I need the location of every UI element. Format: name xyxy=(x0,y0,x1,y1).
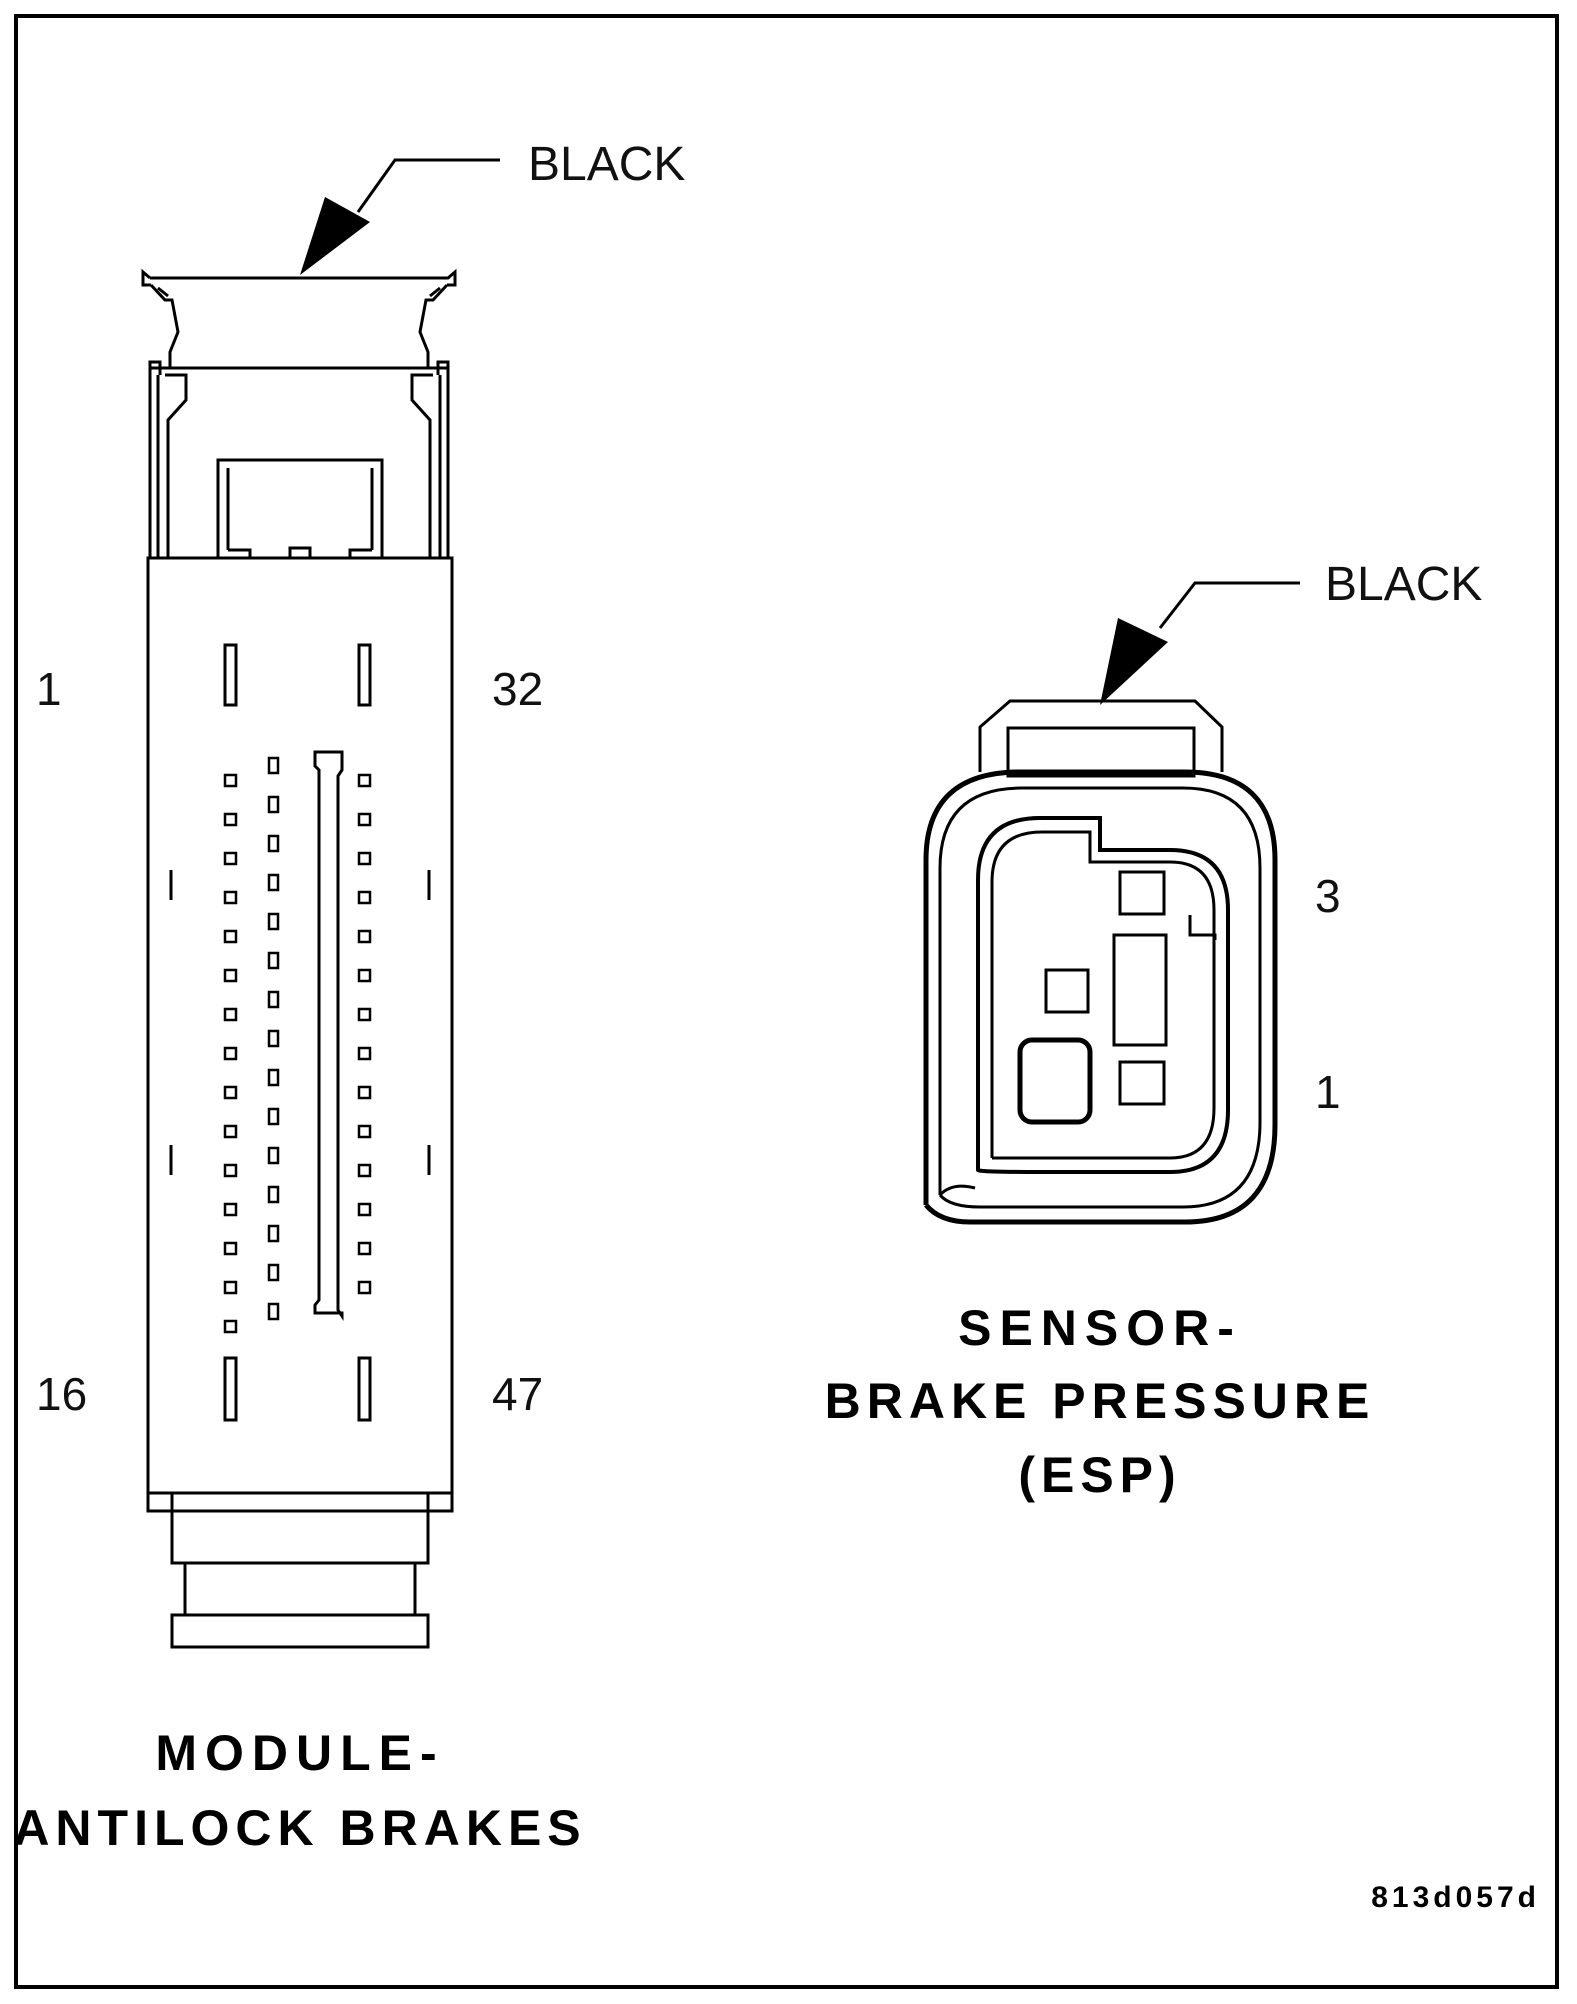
pin-cavity xyxy=(357,968,372,983)
pin-cavity xyxy=(267,912,280,931)
sensor-pin-label-1: 1 xyxy=(1315,1066,1341,1118)
sensor-inner-face xyxy=(976,816,1230,1174)
pin-cavity xyxy=(267,1146,280,1165)
pin-cavity xyxy=(223,773,238,788)
sensor-inner-rim xyxy=(990,830,1216,1160)
abs-pin-cavities xyxy=(223,756,372,1334)
pin-cavity xyxy=(223,968,238,983)
pin-cavity xyxy=(267,756,280,775)
pin-cavity xyxy=(223,929,238,944)
right-latch xyxy=(418,283,449,368)
sensor-key-block xyxy=(1017,1037,1093,1125)
pin-cavity xyxy=(357,1280,372,1295)
pin-cavity xyxy=(267,795,280,814)
pin-cavity xyxy=(357,1124,372,1139)
abs-module-connector xyxy=(141,268,457,1649)
abs-pin-label-1: 1 xyxy=(36,663,62,715)
sensor-leader-arrowhead xyxy=(1100,618,1168,705)
pin-cavity xyxy=(267,1302,280,1321)
pin-cavity xyxy=(267,1107,280,1126)
pin-cavity xyxy=(357,851,372,866)
sensor-pin-label-3: 3 xyxy=(1315,870,1341,922)
connector-top-lip xyxy=(150,268,457,287)
pin-cavity xyxy=(357,1163,372,1178)
pin-cavity xyxy=(357,890,372,905)
sensor-color-leader xyxy=(1158,581,1300,629)
pin-cavity xyxy=(223,1163,238,1178)
pin-cavity xyxy=(223,1319,238,1334)
pin-cavity xyxy=(357,929,372,944)
sensor-terminal-2 xyxy=(1112,933,1168,1047)
upper-housing-right-rib xyxy=(410,373,433,558)
sensor-top-cap xyxy=(978,699,1224,772)
pin-cavity xyxy=(357,1007,372,1022)
left-latch xyxy=(149,283,180,368)
upper-housing-left-rib xyxy=(165,373,188,558)
abs-title-line1: MODULE- xyxy=(155,1725,444,1781)
sensor-title-line2: BRAKE PRESSURE xyxy=(825,1373,1376,1429)
pin-cavity xyxy=(267,1185,280,1204)
sensor-color-label: BLACK xyxy=(1325,558,1482,611)
pin-cavity xyxy=(223,1046,238,1061)
pin-cavity xyxy=(357,773,372,788)
pin-cavity xyxy=(267,1224,280,1243)
sensor-outer-shell xyxy=(923,769,1278,1225)
pin-cavity xyxy=(267,990,280,1009)
pin-cavity xyxy=(267,873,280,892)
pin-cavity xyxy=(223,1241,238,1256)
pin-cavity xyxy=(357,1085,372,1100)
sensor-terminal-3 xyxy=(1118,870,1166,916)
connector-body xyxy=(146,556,454,1495)
locator-slot xyxy=(223,643,238,707)
pin-cavity xyxy=(357,1202,372,1217)
upper-housing xyxy=(148,366,450,560)
pin-cavity xyxy=(223,1124,238,1139)
sensor-seal-ring xyxy=(938,786,1262,1209)
abs-color-leader xyxy=(356,158,500,213)
pin-cavity xyxy=(223,1202,238,1217)
sensor-locator xyxy=(1044,968,1090,1014)
pin-cavity xyxy=(223,1007,238,1022)
pressure-sensor-connector xyxy=(923,699,1278,1225)
pin-cavity xyxy=(357,1241,372,1256)
bottom-flange xyxy=(170,1491,430,1565)
abs-color-label: BLACK xyxy=(528,138,685,191)
figure-id: 813d057d xyxy=(1371,1881,1540,1914)
inner-window xyxy=(216,458,384,558)
abs-pin-label-47: 47 xyxy=(492,1368,543,1420)
pin-cavity xyxy=(267,1068,280,1087)
pin-cavity xyxy=(267,1263,280,1282)
abs-title-line2: ANTILOCK BRAKES xyxy=(13,1800,586,1856)
pin-cavity xyxy=(267,951,280,970)
pin-cavity xyxy=(357,812,372,827)
diagram-frame xyxy=(14,14,1559,1989)
pin-cavity xyxy=(223,812,238,827)
bottom-neck xyxy=(183,1561,417,1617)
sensor-top-window xyxy=(1006,726,1196,778)
sensor-title-line3: (ESP) xyxy=(1018,1447,1181,1503)
abs-pin-label-16: 16 xyxy=(36,1368,87,1420)
sensor-title-line1: SENSOR- xyxy=(958,1300,1242,1356)
pin-cavity xyxy=(223,851,238,866)
pin-cavity xyxy=(267,1029,280,1048)
sensor-terminal-1 xyxy=(1118,1060,1166,1106)
bottom-foot xyxy=(170,1613,430,1649)
bottom-plate xyxy=(146,1491,454,1513)
pin-cavity xyxy=(223,890,238,905)
pin-cavity xyxy=(357,1046,372,1061)
pin-cavity xyxy=(223,1280,238,1295)
abs-leader-arrowhead xyxy=(300,197,370,275)
pin-cavity xyxy=(267,834,280,853)
pin-cavity xyxy=(223,1085,238,1100)
abs-pin-label-32: 32 xyxy=(492,663,543,715)
center-spine xyxy=(313,750,344,1321)
